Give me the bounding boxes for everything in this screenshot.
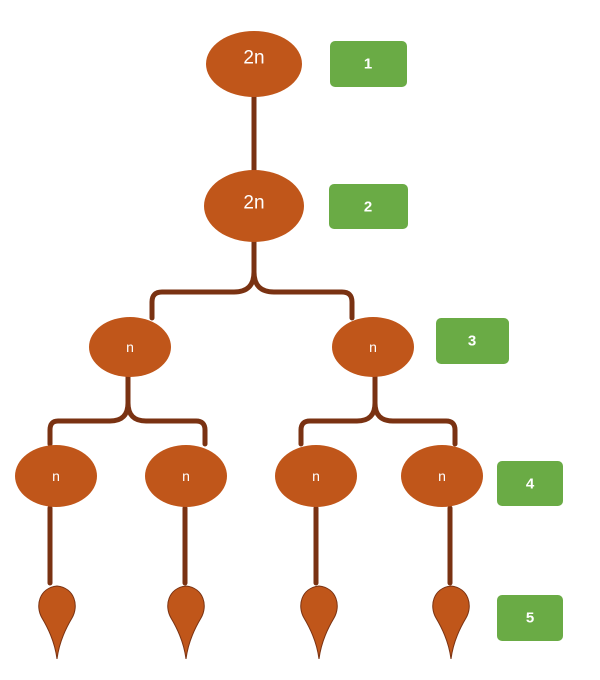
cell-n-3 [275, 445, 357, 507]
connector-2-split [149, 235, 355, 321]
cells: 2n 2n n n n n n n [15, 31, 483, 507]
stage-badge-1 [330, 41, 407, 87]
stage-badge-1-label: 1 [364, 56, 372, 73]
stage-badge-2 [329, 184, 408, 229]
connectors [47, 89, 458, 586]
spore-4-icon [432, 585, 470, 660]
cell-n-left-label: n [126, 339, 134, 355]
cell-n-1-label: n [52, 468, 60, 484]
cell-zygote-label: 2n [243, 48, 264, 69]
cell-zygote [206, 31, 302, 97]
cell-n-2-label: n [182, 468, 190, 484]
stage-badges: 1 2 3 4 5 [329, 41, 563, 641]
spore-3-icon [300, 585, 338, 660]
cell-n-3-label: n [312, 468, 320, 484]
spores [38, 585, 470, 660]
stage-badge-4 [497, 461, 563, 506]
cell-2n [204, 170, 304, 242]
stage-badge-2-label: 2 [364, 199, 372, 216]
cell-n-left [89, 317, 171, 377]
cell-n-1 [15, 445, 97, 507]
stage-badge-5 [497, 595, 563, 641]
stage-badge-5-label: 5 [526, 610, 534, 627]
cell-2n-label: 2n [243, 193, 264, 214]
cell-n-right-label: n [369, 339, 377, 355]
connector-left-split [47, 367, 208, 447]
cell-n-4-label: n [438, 468, 446, 484]
cell-n-2 [145, 445, 227, 507]
cell-n-4 [401, 445, 483, 507]
cell-n-right [332, 317, 414, 377]
stage-badge-3 [436, 318, 509, 364]
connector-right-split [298, 367, 458, 447]
stage-badge-4-label: 4 [526, 476, 535, 493]
spore-1-icon [38, 585, 76, 660]
spore-2-icon [167, 585, 205, 660]
stage-badge-3-label: 3 [468, 333, 476, 350]
